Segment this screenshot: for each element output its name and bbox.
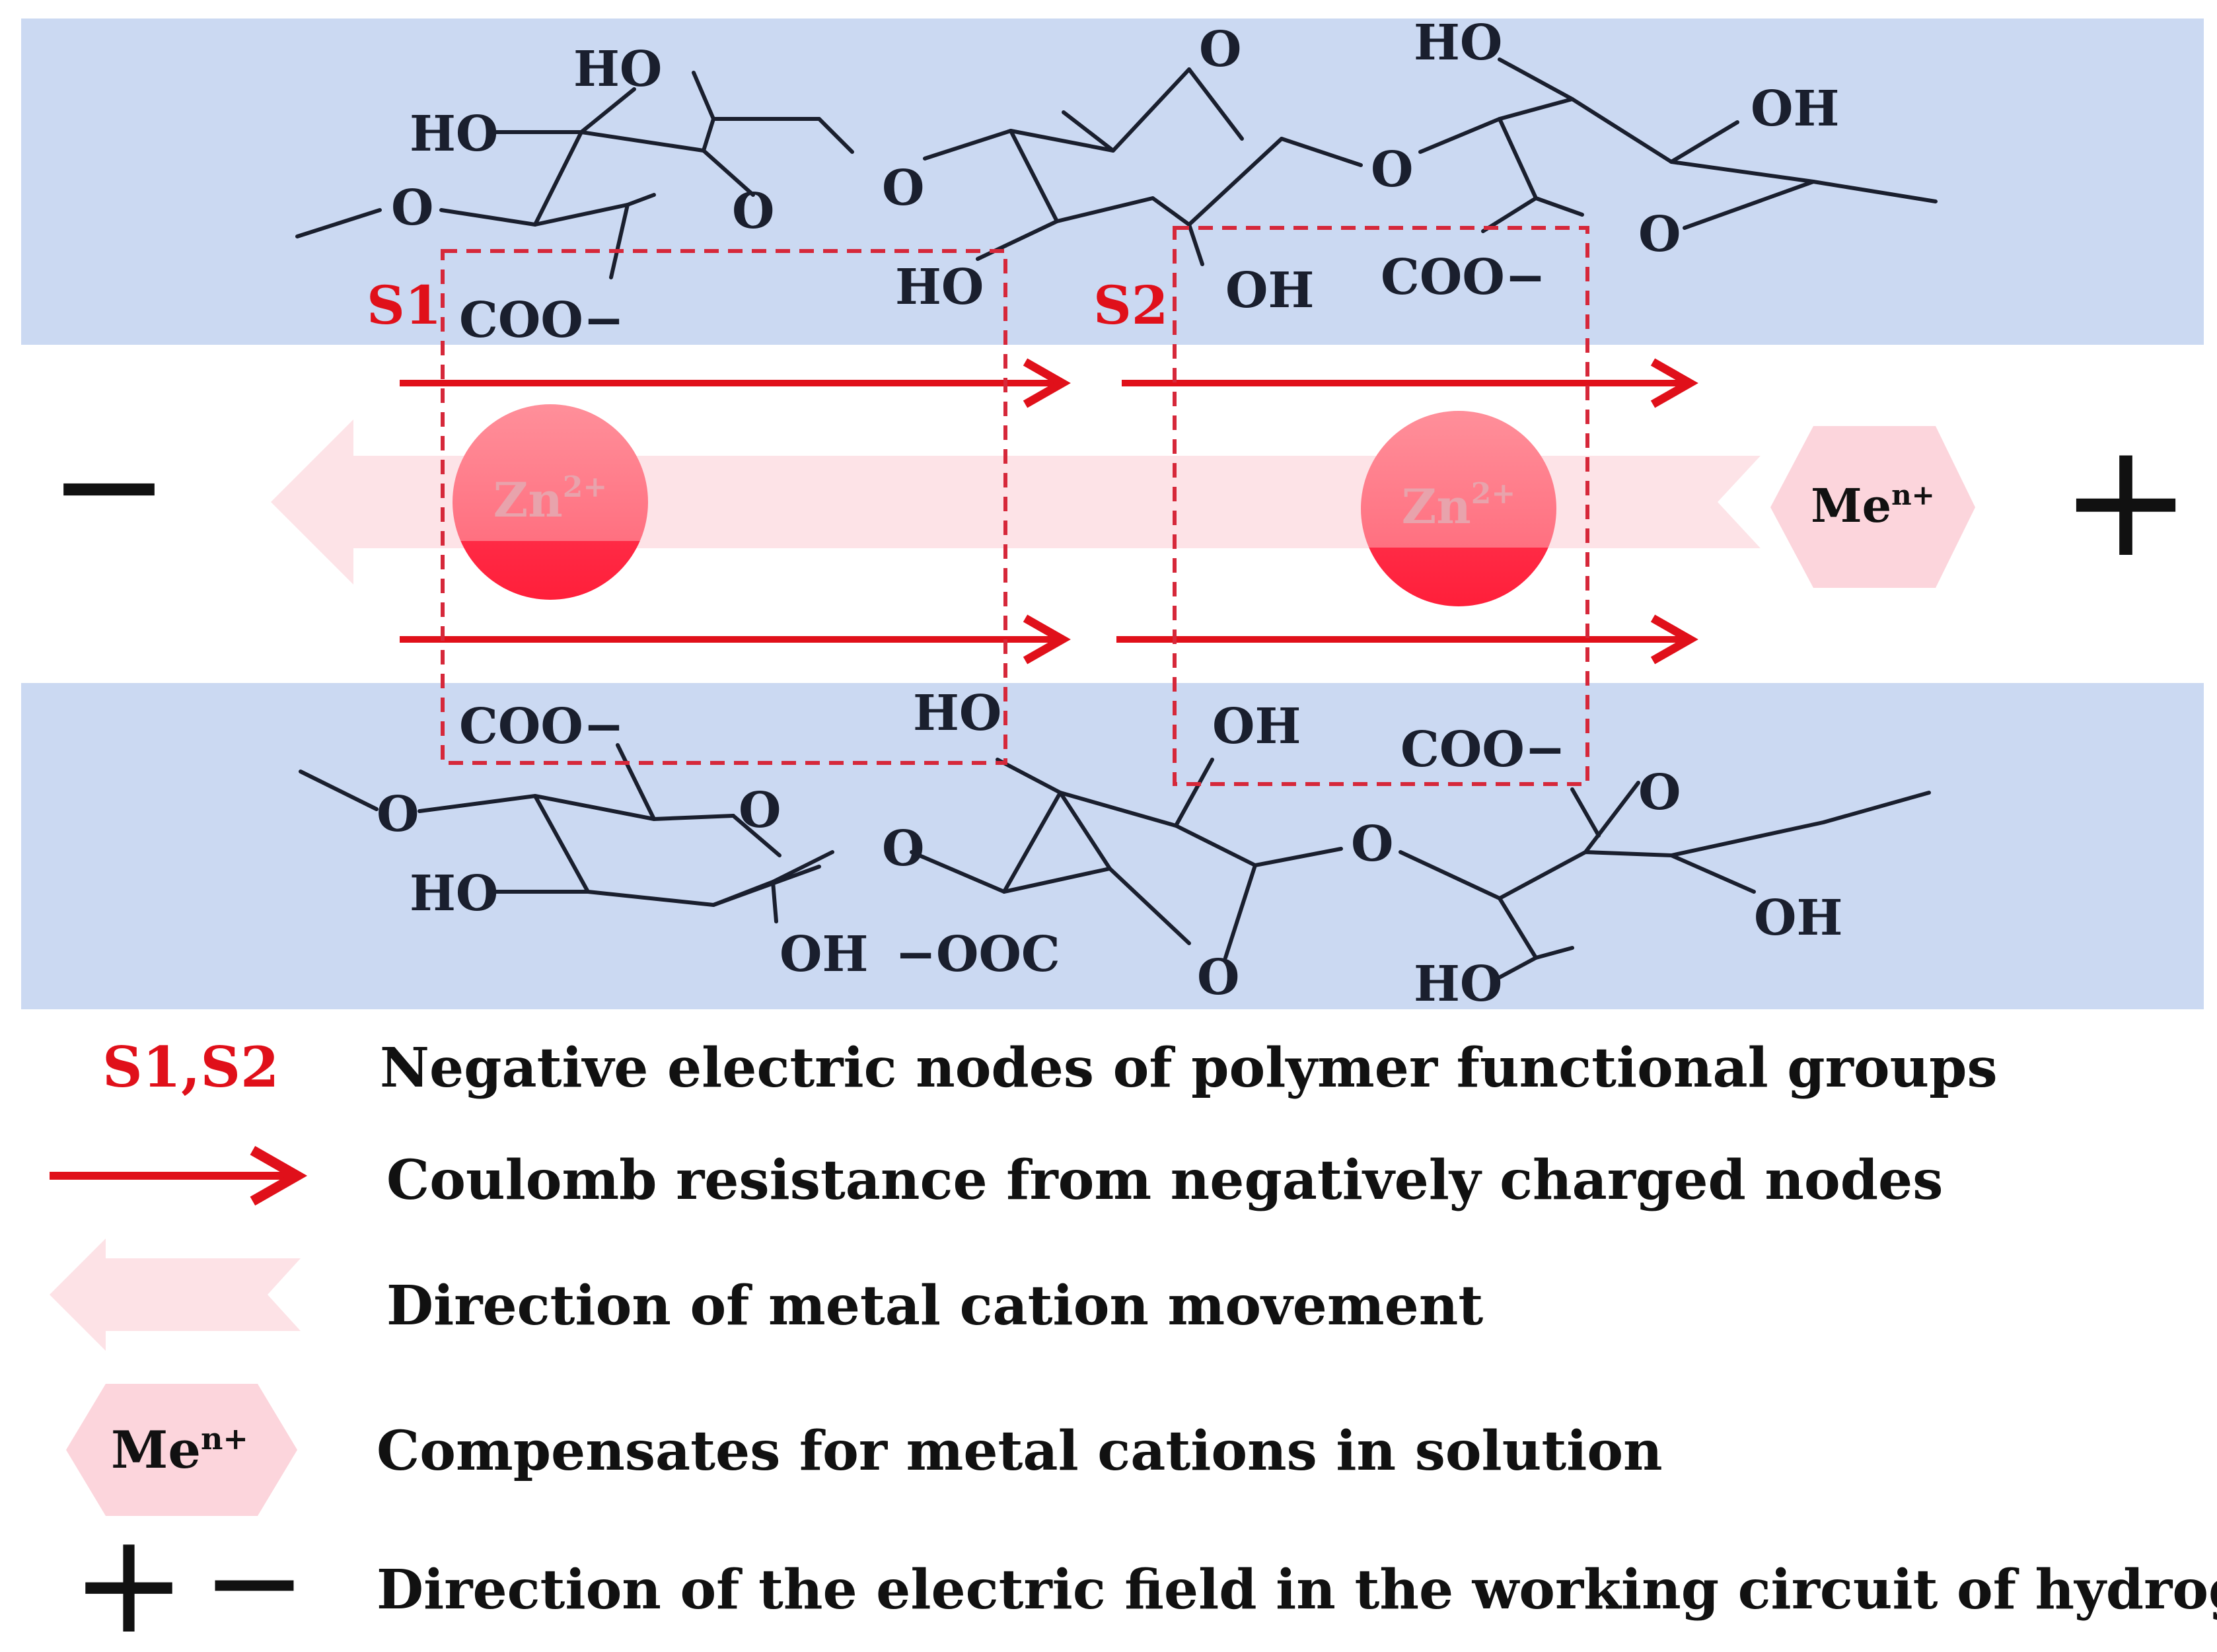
legend-text-field-direction: Direction of the electric field in the w…: [377, 1558, 2217, 1622]
legend-minus-sign: −: [201, 1509, 307, 1652]
upper-ring-oxygen: O: [391, 180, 433, 236]
svg-text:Zn2+: Zn2+: [493, 470, 607, 528]
svg-text:Zn2+: Zn2+: [1402, 477, 1515, 534]
zn-ion-s2: Zn2+: [1361, 411, 1556, 606]
upper-glycosidic-oxygen: O: [1371, 141, 1413, 198]
site-box-s2: [1173, 226, 1589, 786]
upper-carboxylate-group: COO−: [1381, 249, 1546, 306]
legend-plus-sign: +: [71, 1503, 187, 1652]
zn-ion-s1: Zn2+: [453, 404, 648, 600]
coulomb-arrows: [400, 358, 1698, 664]
legend-text-negative-nodes: Negative electric nodes of polymer funct…: [380, 1036, 1998, 1100]
upper-ring-oxygen: O: [732, 183, 774, 240]
zn-ion-charge: 2+: [1471, 477, 1515, 511]
upper-ho-group: HO: [573, 41, 662, 98]
lower-ho-group: HO: [913, 685, 1001, 742]
upper-polymer-chain: HO HO O O COO− O O HO OH O O HO OH COO−: [295, 15, 1938, 349]
site-box-s1: [441, 249, 1007, 765]
legend-text-coulomb: Coulomb resistance from negatively charg…: [386, 1149, 1943, 1212]
upper-oh-group: OH: [1751, 81, 1839, 137]
legend-site-labels: S1,S2: [102, 1034, 279, 1100]
lower-ring-oxygen: O: [739, 782, 781, 839]
lower-ho-group: HO: [410, 865, 498, 922]
lower-ring-oxygen: O: [1197, 949, 1239, 1006]
cation-symbol: Me: [1811, 478, 1891, 533]
legend-cation-symbol: Me: [111, 1420, 201, 1480]
lower-carboxylate-group: −OOC: [895, 926, 1060, 983]
lower-ring-oxygen: O: [377, 786, 419, 843]
zn-ion-charge: 2+: [563, 470, 607, 504]
site-label-s2: S2: [1093, 274, 1168, 336]
zn-ion-symbol: Zn: [1402, 478, 1471, 534]
positive-electrode-sign: +: [2059, 408, 2192, 593]
legend-cation-charge: n+: [201, 1421, 248, 1456]
legend-text-compensates: Compensates for metal cations in solutio…: [377, 1419, 1663, 1483]
upper-carboxylate-group: COO−: [459, 292, 624, 349]
cation-charge: n+: [1891, 479, 1935, 511]
compensating-cation-hexagon: Men+: [1770, 426, 1975, 588]
upper-ho-group: HO: [895, 259, 984, 316]
negative-electrode-sign: −: [48, 400, 170, 569]
lower-oh-group: OH: [1754, 890, 1842, 947]
zn-ion-symbol: Zn: [493, 472, 563, 528]
lower-carboxylate-group: COO−: [1400, 721, 1566, 778]
svg-text:Men+: Men+: [1811, 478, 1935, 533]
upper-oh-group: OH: [1225, 262, 1314, 319]
upper-ho-group: HO: [1414, 15, 1502, 71]
upper-polymer-band: [21, 18, 2204, 345]
lower-glycosidic-oxygen: O: [882, 820, 924, 877]
lower-polymer-band: [21, 683, 2204, 1009]
upper-ring-oxygen: O: [1199, 21, 1241, 78]
legend: S1,S2 Negative electric nodes of polymer…: [50, 1034, 2217, 1652]
legend-text-cation-movement: Direction of metal cation movement: [386, 1274, 1483, 1338]
site-label-s1: S1: [367, 274, 441, 336]
upper-ring-oxygen: O: [1638, 206, 1681, 263]
lower-glycosidic-oxygen: O: [1351, 816, 1393, 873]
lower-carboxylate-group: COO−: [459, 698, 624, 755]
upper-glycosidic-oxygen: O: [882, 160, 924, 217]
lower-oh-group: OH: [1212, 698, 1301, 755]
legend-cation-flow-icon: [50, 1239, 301, 1351]
lower-ring-oxygen: O: [1638, 764, 1681, 821]
upper-ho-group: HO: [410, 106, 498, 162]
svg-text:Men+: Men+: [111, 1420, 248, 1480]
lower-ho-group: HO: [1414, 956, 1502, 1013]
lower-oh-group: OH: [780, 926, 868, 983]
lower-polymer-chain: COO− HO O O HO O OH −OOC OH O O COO− O O…: [299, 685, 1931, 1013]
legend-hexagon-icon: Men+: [66, 1384, 297, 1516]
